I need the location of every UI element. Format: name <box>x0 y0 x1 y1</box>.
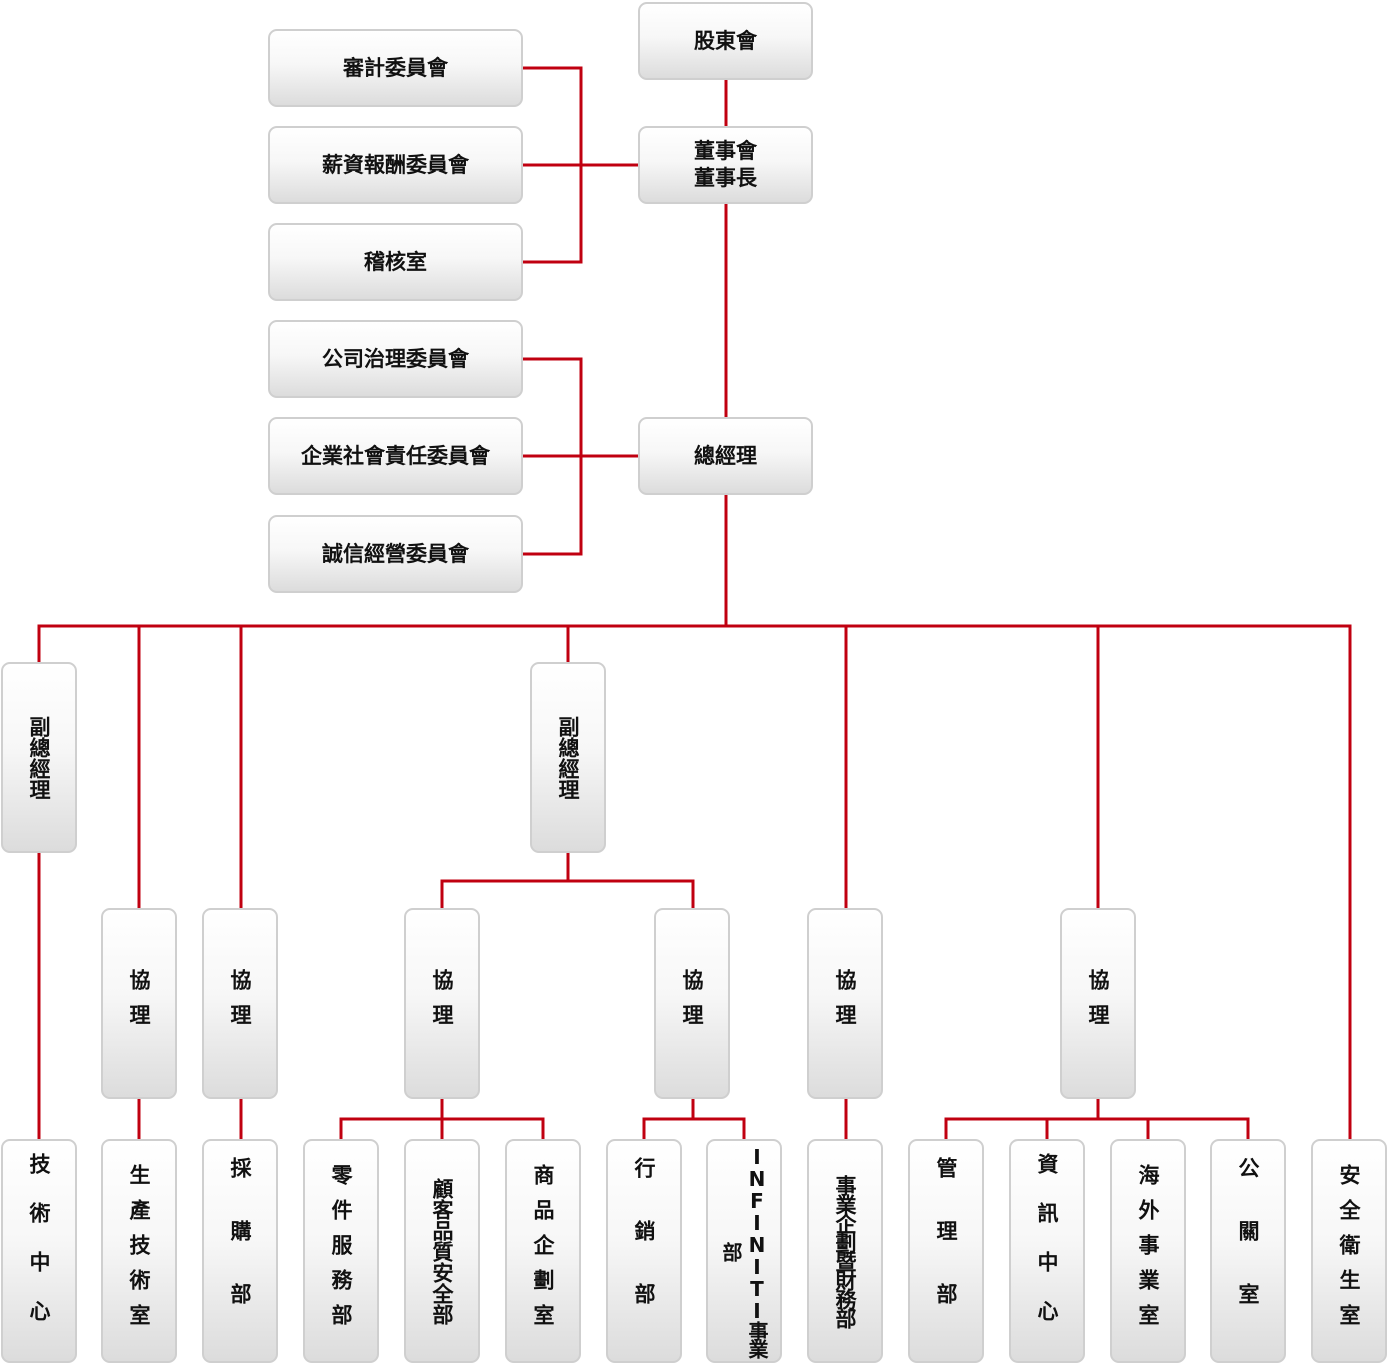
node-csr-committee: 企業社會責任委員會 <box>268 417 523 495</box>
node-vp-left: 副總經理 <box>1 662 77 853</box>
node-ap-marketing: 協理 <box>654 908 730 1099</box>
node-management-dept: 管理部 <box>908 1139 984 1363</box>
node-ap-production: 協理 <box>101 908 177 1099</box>
node-shareholders: 股東會 <box>638 2 813 80</box>
node-public-relations-office: 公關室 <box>1210 1139 1286 1363</box>
node-ap-quality: 協理 <box>404 908 480 1099</box>
node-tech-center: 技術中心 <box>1 1139 77 1363</box>
node-board: 董事會 董事長 <box>638 126 813 204</box>
node-ap-purchasing: 協理 <box>202 908 278 1099</box>
node-infiniti-dept: INFINITI事業部 <box>706 1139 782 1363</box>
node-overseas-business-office: 海外事業室 <box>1110 1139 1186 1363</box>
node-ap-management: 協理 <box>1060 908 1136 1099</box>
node-customer-quality-safety-dept: 顧客品質安全部 <box>404 1139 480 1363</box>
node-it-center: 資訊中心 <box>1009 1139 1085 1363</box>
node-audit-office: 稽核室 <box>268 223 523 301</box>
node-marketing-dept: 行銷部 <box>606 1139 682 1363</box>
node-safety-health-office: 安全衛生室 <box>1311 1139 1387 1363</box>
node-purchasing-dept: 採購部 <box>202 1139 278 1363</box>
node-vp-center: 副總經理 <box>530 662 606 853</box>
node-governance-committee: 公司治理委員會 <box>268 320 523 398</box>
node-business-planning-finance-dept: 事業企劃暨財務部 <box>807 1139 883 1363</box>
node-parts-service-dept: 零件服務部 <box>303 1139 379 1363</box>
node-production-tech-office: 生產技術室 <box>101 1139 177 1363</box>
node-president: 總經理 <box>638 417 813 495</box>
node-product-planning-office: 商品企劃室 <box>505 1139 581 1363</box>
node-ap-planning: 協理 <box>807 908 883 1099</box>
node-integrity-committee: 誠信經營委員會 <box>268 515 523 593</box>
node-remuneration-committee: 薪資報酬委員會 <box>268 126 523 204</box>
node-audit-committee: 審計委員會 <box>268 29 523 107</box>
